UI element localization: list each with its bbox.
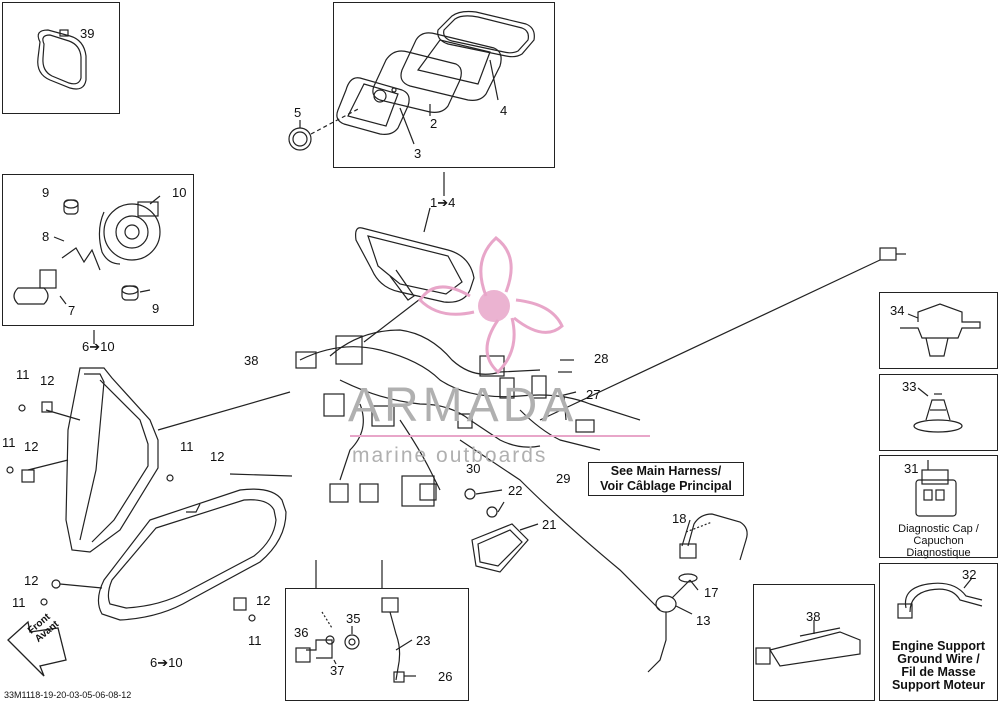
box-part-32: Engine Support Ground Wire / Fil de Mass… xyxy=(879,563,998,701)
part-number-9a: 9 xyxy=(42,185,50,200)
part-number-27: 27 xyxy=(586,387,601,402)
part-number-1-4: 1➔4 xyxy=(430,195,456,210)
box-32-line1: Engine Support xyxy=(891,639,986,653)
box-31-line3: Diagnostique xyxy=(906,547,971,559)
callout-line1: See Main Harness/ xyxy=(610,464,722,478)
part-number-11c: 11 xyxy=(180,439,194,454)
part-number-38a: 38 xyxy=(244,353,259,368)
part-number-9b: 9 xyxy=(152,301,160,316)
box-part-38-tube xyxy=(753,584,875,701)
part-number-35: 35 xyxy=(346,611,361,626)
box-32-line3: Fil de Masse xyxy=(901,665,976,679)
callout-main-harness: See Main Harness/ Voir Câblage Principal xyxy=(588,462,744,496)
part-number-33: 33 xyxy=(902,379,917,394)
part-number-28: 28 xyxy=(594,351,609,366)
part-number-7: 7 xyxy=(68,303,76,318)
part-number-2: 2 xyxy=(430,116,438,131)
part-number-11e: 11 xyxy=(248,633,262,648)
part-number-39: 39 xyxy=(80,26,95,41)
part-number-12c: 12 xyxy=(210,449,225,464)
part-number-5: 5 xyxy=(294,105,302,120)
part-number-17: 17 xyxy=(704,585,719,600)
box-headlamp-bulb xyxy=(2,174,194,326)
part-number-4: 4 xyxy=(500,103,508,118)
part-number-3: 3 xyxy=(414,146,422,161)
part-number-30: 30 xyxy=(466,461,481,476)
box-31-line2: Capuchon xyxy=(913,535,964,547)
part-number-8: 8 xyxy=(42,229,50,244)
part-number-34: 34 xyxy=(890,303,905,318)
box-32-line2: Ground Wire / xyxy=(897,652,980,666)
part-number-32: 32 xyxy=(962,567,977,582)
box-32-line4: Support Moteur xyxy=(891,678,986,692)
diagram-code: 33M1118-19-20-03-05-06-08-12 xyxy=(4,690,132,700)
part-number-6-10a: 6➔10 xyxy=(82,339,115,354)
part-number-11b: 11 xyxy=(2,435,16,450)
part-number-12d: 12 xyxy=(24,573,39,588)
part-number-36: 36 xyxy=(294,625,309,640)
watermark-tagline: marine outboards xyxy=(352,444,548,467)
part-number-29: 29 xyxy=(556,471,571,486)
part-number-13: 13 xyxy=(696,613,711,628)
part-number-31: 31 xyxy=(904,461,919,476)
callout-line2: Voir Câblage Principal xyxy=(600,479,732,493)
box-part-31: Diagnostic Cap / Capuchon Diagnostique xyxy=(879,455,998,559)
part-number-21: 21 xyxy=(542,517,557,532)
part-number-23: 23 xyxy=(416,633,431,648)
watermark-name: ARMADA xyxy=(348,379,578,432)
part-number-12b: 12 xyxy=(24,439,39,454)
part-number-12a: 12 xyxy=(40,373,55,388)
part-number-18: 18 xyxy=(672,511,687,526)
part-number-10: 10 xyxy=(172,185,187,200)
part-number-38b: 38 xyxy=(806,609,821,624)
part-number-11d: 11 xyxy=(12,595,26,610)
part-number-26: 26 xyxy=(438,669,453,684)
part-number-6-10b: 6➔10 xyxy=(150,655,183,670)
box-part-33 xyxy=(879,374,998,451)
part-number-22: 22 xyxy=(508,483,523,498)
part-number-11a: 11 xyxy=(16,367,30,382)
box-31-line1: Diagnostic Cap / xyxy=(898,523,979,535)
part-number-12e: 12 xyxy=(256,593,271,608)
part-number-37: 37 xyxy=(330,663,345,678)
box-part-39 xyxy=(2,2,120,114)
